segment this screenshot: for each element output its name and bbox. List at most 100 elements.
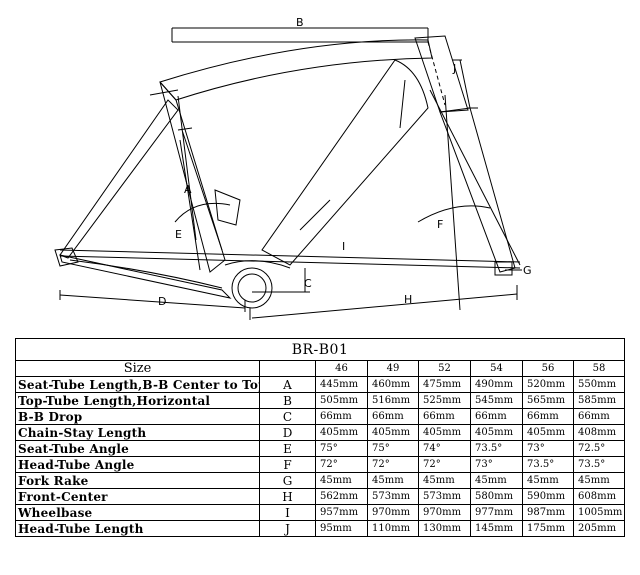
table-cell: 516mm [367, 392, 419, 409]
table-cell: 490mm [470, 376, 523, 393]
table-cell: 72° [315, 456, 368, 473]
table-cell: 145mm [470, 520, 523, 537]
table-cell: 130mm [418, 520, 471, 537]
table-cell: 573mm [367, 488, 419, 505]
dim-label-h: H [404, 293, 412, 306]
table-cell: 580mm [470, 488, 523, 505]
table-cell: 66mm [315, 408, 368, 425]
dim-label-a: A [184, 183, 192, 196]
table-cell: 73.5° [572, 456, 626, 473]
size-column-header: 56 [522, 360, 574, 377]
row-label: Head-Tube Angle [15, 456, 260, 473]
table-cell: 405mm [522, 424, 574, 441]
front-center-dimension-h [251, 293, 518, 319]
table-cell: 957mm [315, 504, 368, 521]
table-cell: 545mm [470, 392, 523, 409]
table-cell: 562mm [315, 488, 368, 505]
size-column-header: 46 [315, 360, 368, 377]
table-cell: 45mm [522, 472, 574, 489]
row-letter: C [259, 408, 316, 425]
row-letter: F [259, 456, 316, 473]
dim-label-b: B [296, 16, 304, 29]
table-cell: 66mm [367, 408, 419, 425]
chainstay-dimension-d [59, 294, 246, 309]
table-cell: 45mm [572, 472, 626, 489]
table-cell: 72° [367, 456, 419, 473]
row-label: Head-Tube Length [15, 520, 260, 537]
size-header: Size [15, 360, 260, 377]
table-cell: 1005mm [572, 504, 626, 521]
table-cell: 585mm [572, 392, 626, 409]
table-cell: 72° [418, 456, 471, 473]
table-cell: 66mm [572, 408, 626, 425]
table-cell: 977mm [470, 504, 523, 521]
seat-tube-dimension-a [179, 139, 201, 271]
seat-tube [159, 81, 226, 273]
table-cell: 405mm [418, 424, 471, 441]
table-cell: 45mm [418, 472, 471, 489]
size-column-header: 58 [572, 360, 626, 377]
table-cell: 405mm [470, 424, 523, 441]
table-title-row: BR-B01 [14, 338, 626, 361]
row-letter: J [259, 520, 316, 537]
table-cell: 75° [315, 440, 368, 457]
table-cell: 525mm [418, 392, 471, 409]
table-cell: 445mm [315, 376, 368, 393]
wheelbase-line-i [59, 255, 521, 269]
table-cell: 565mm [522, 392, 574, 409]
size-column-header: 49 [367, 360, 419, 377]
chain-stay [59, 254, 232, 299]
table-cell: 45mm [470, 472, 523, 489]
table-cell: 460mm [367, 376, 419, 393]
frame-geometry-drawing: B J A E F I G C D H [54, 16, 532, 320]
seat-angle-arc-e [174, 202, 231, 223]
table-cell: 175mm [522, 520, 574, 537]
table-cell: 405mm [367, 424, 419, 441]
row-letter: E [259, 440, 316, 457]
down-tube [261, 59, 429, 266]
table-cell: 66mm [522, 408, 574, 425]
row-label: Wheelbase [15, 504, 260, 521]
table-cell: 987mm [522, 504, 574, 521]
table-cell: 45mm [315, 472, 368, 489]
geometry-table: BR-B01 Size 46 49 52 54 56 58 Seat-Tube … [14, 338, 626, 537]
table-header-row: Size 46 49 52 54 56 58 [15, 360, 626, 377]
table-cell: 970mm [418, 504, 471, 521]
seat-clamp [149, 89, 193, 131]
dim-label-e: E [175, 228, 182, 241]
row-letter: A [259, 376, 316, 393]
table-cell: 66mm [418, 408, 471, 425]
table-cell: 75° [367, 440, 419, 457]
head-angle-arc-f [417, 205, 491, 223]
top-tube [159, 39, 433, 101]
table-cell: 573mm [418, 488, 471, 505]
table-cell: 475mm [418, 376, 471, 393]
table-cell: 590mm [522, 488, 574, 505]
table-title: BR-B01 [14, 338, 626, 361]
table-cell: 970mm [367, 504, 419, 521]
row-letter: G [259, 472, 316, 489]
table-cell: 66mm [470, 408, 523, 425]
row-label: Seat-Tube Angle [15, 440, 260, 457]
row-label: B-B Drop [15, 408, 260, 425]
table-cell: 73° [470, 456, 523, 473]
table-cell: 45mm [367, 472, 419, 489]
dim-label-d: D [158, 295, 166, 308]
table-cell: 608mm [572, 488, 626, 505]
row-label: Seat-Tube Length,B-B Center to Top [15, 376, 260, 393]
dim-label-f: F [437, 218, 443, 231]
top-tube-dimension-b [171, 27, 429, 43]
row-letter: H [259, 488, 316, 505]
seat-stay [59, 99, 179, 259]
table-cell: 550mm [572, 376, 626, 393]
row-label: Front-Center [15, 488, 260, 505]
letter-header [259, 360, 316, 377]
row-letter: I [259, 504, 316, 521]
table-cell: 405mm [315, 424, 368, 441]
table-cell: 73.5° [522, 456, 574, 473]
